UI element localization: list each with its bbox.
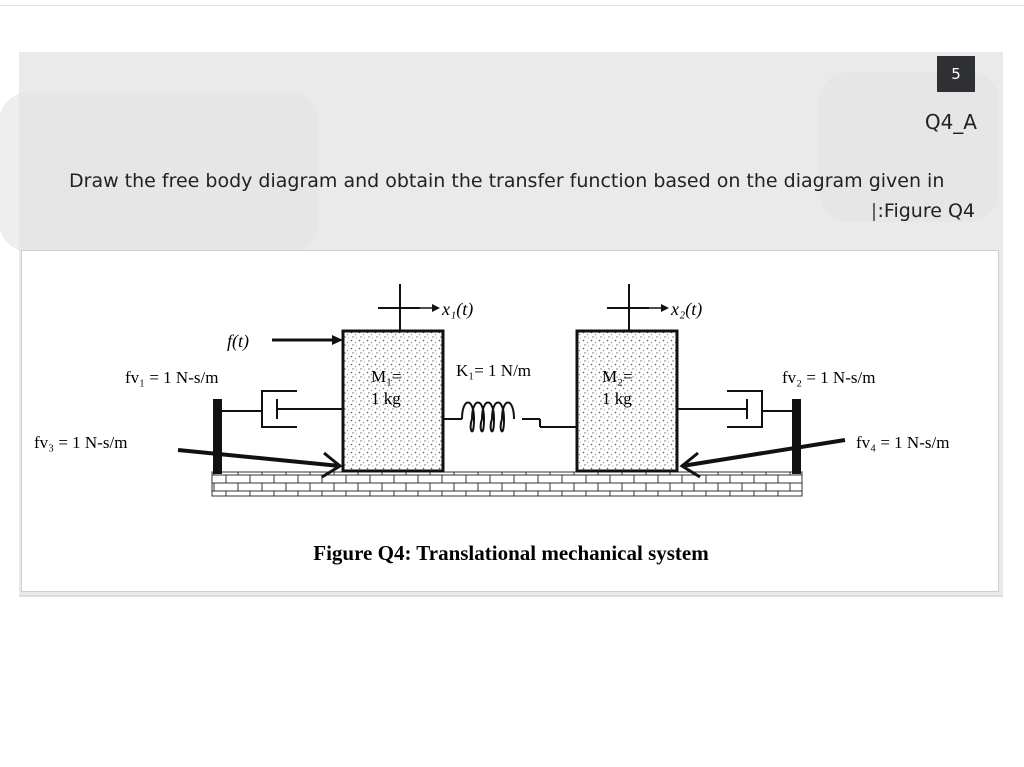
fv2-label: fv₂ = 1 N-s/m xyxy=(782,368,875,387)
right-wall xyxy=(792,399,801,474)
mechanical-system-diagram: x₁(t) x₂(t) f(t) fv₁ = 1 N-s/m xyxy=(34,284,949,497)
question-id: Q4_A xyxy=(924,110,977,134)
figure-panel: x₁(t) x₂(t) f(t) fv₁ = 1 N-s/m xyxy=(21,250,999,592)
left-wall xyxy=(213,399,222,474)
fv3-label: fv₃ = 1 N-s/m xyxy=(34,433,127,452)
mass-1-block xyxy=(341,329,445,473)
top-divider xyxy=(0,5,1024,6)
spring-k1 xyxy=(443,401,577,433)
ground xyxy=(211,471,803,497)
x1-label: x₁(t) xyxy=(441,299,473,320)
text-cursor-mark xyxy=(872,202,875,221)
k1-label: K₁= 1 N/m xyxy=(456,361,531,380)
fv4-label: fv₄ = 1 N-s/m xyxy=(856,433,949,452)
card-bottom-edge xyxy=(19,595,1003,597)
question-text-figure-ref: :Figure Q4 xyxy=(877,200,976,222)
fv4-arrow xyxy=(679,438,846,479)
fv1-label: fv₁ = 1 N-s/m xyxy=(125,368,218,387)
question-text-line2: :Figure Q4 xyxy=(69,196,975,226)
figure-caption: Figure Q4: Translational mechanical syst… xyxy=(313,541,709,565)
x1-displacement-marker xyxy=(378,284,440,331)
question-text-line1: Draw the free body diagram and obtain th… xyxy=(69,170,945,192)
question-number-badge: 5 xyxy=(937,56,975,92)
force-arrow xyxy=(272,335,343,345)
x2-displacement-marker xyxy=(607,284,669,331)
damper-fv1 xyxy=(222,390,343,428)
m2-name-label: M₂= xyxy=(602,367,633,386)
mass-2-block xyxy=(575,329,679,473)
question-text: Draw the free body diagram and obtain th… xyxy=(69,166,975,226)
fv3-arrow xyxy=(177,448,343,479)
m1-name-label: M₁= xyxy=(371,367,402,386)
background-decoration xyxy=(819,72,999,222)
m1-value-label: 1 kg xyxy=(371,389,401,408)
question-card: 5 Q4_A Draw the free body diagram and ob… xyxy=(0,52,1003,595)
force-label: f(t) xyxy=(227,331,249,352)
x2-label: x₂(t) xyxy=(670,299,702,320)
m2-value-label: 1 kg xyxy=(602,389,632,408)
background-decoration xyxy=(0,92,319,252)
damper-fv2 xyxy=(677,390,792,428)
